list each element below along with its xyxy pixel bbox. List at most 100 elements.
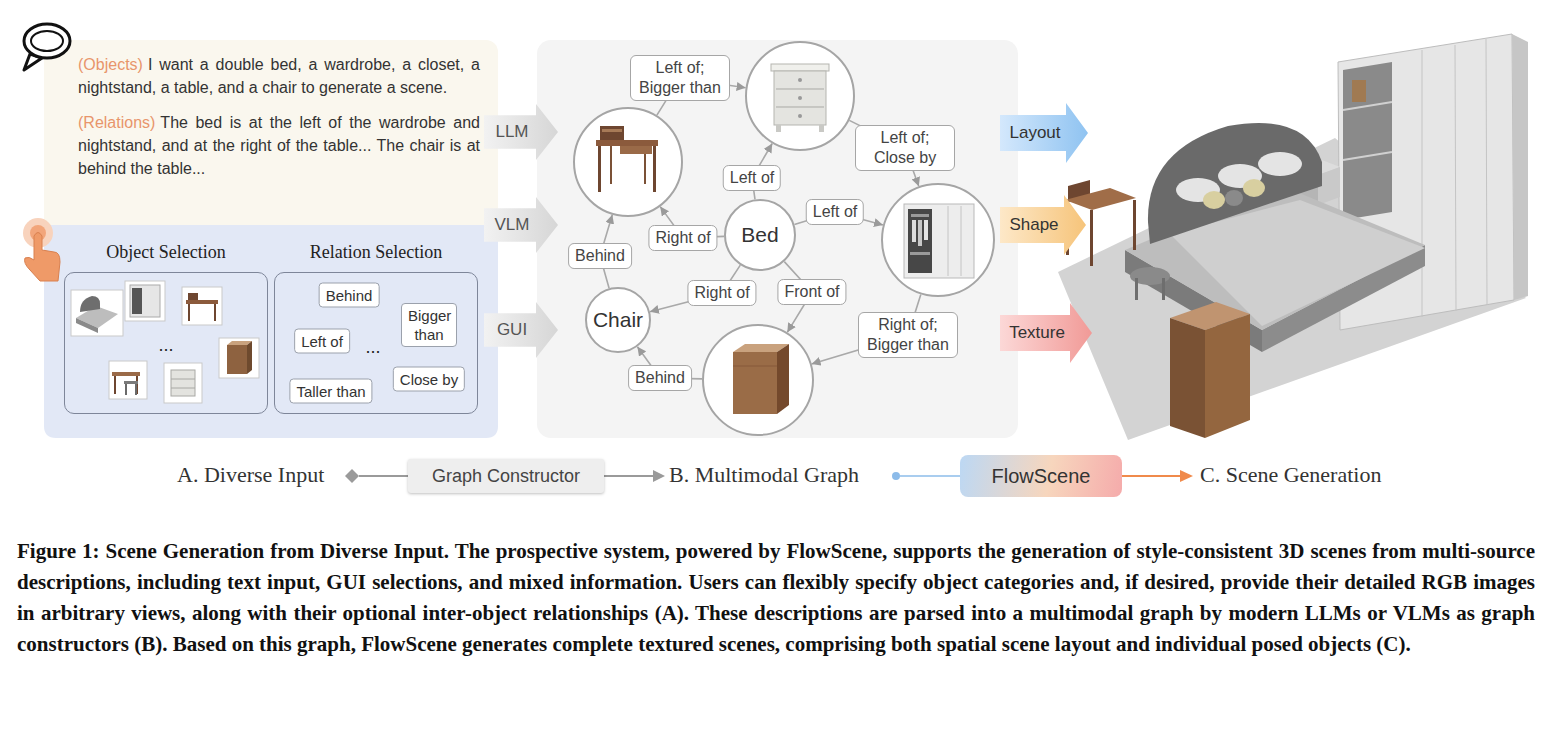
arrow-body (484, 104, 558, 160)
circle-border (586, 288, 650, 352)
wardrobe-picture (961, 206, 962, 276)
circle-border (746, 42, 854, 150)
thumb-nightstand (171, 370, 195, 396)
paragraph: (Relations)The bed is at the left of the… (78, 111, 480, 180)
wardrobe-picture (904, 204, 974, 278)
graph-node (881, 183, 995, 297)
relation-chip: Left of (294, 329, 350, 354)
scene-desk (1133, 200, 1136, 250)
scene-stool (1135, 278, 1138, 300)
thumb-desk-chair (135, 384, 137, 395)
ellipsis: ... (365, 337, 380, 358)
thumb-card (71, 290, 123, 336)
pipeline-line (1122, 475, 1182, 477)
stage-label: A. Diverse Input (177, 462, 324, 488)
node-text: LLM (495, 122, 528, 142)
wardrobe-picture (918, 220, 922, 246)
stage-label: B. Multimodal Graph (669, 462, 859, 488)
selection-box: Object Selection... (64, 272, 268, 414)
node-text: Bigger than (408, 307, 451, 343)
constructor-arrow: GUI (484, 302, 558, 358)
scene-desk (1090, 210, 1093, 266)
desk-picture (610, 146, 612, 184)
paragraph: (Objects)I want a double bed, a wardrobe… (78, 53, 480, 99)
wardrobe-picture (948, 206, 949, 276)
edge-label: Right of (687, 280, 756, 306)
arrow-body (1000, 303, 1092, 363)
ellipsis: ... (158, 335, 173, 356)
node-text: Shape (1009, 215, 1058, 235)
scene-wardrobe (1343, 152, 1392, 160)
thumb-desk-chair (125, 384, 127, 395)
thumb-desk-chair (112, 372, 140, 376)
relation-chip: Bigger than (401, 303, 457, 347)
circle-border (882, 184, 994, 296)
node-text: Taller than (296, 383, 365, 400)
graph-node: Bed (724, 199, 796, 271)
scene-wardrobe (1422, 50, 1423, 317)
node-ground (703, 325, 813, 435)
nightstand-picture (798, 96, 802, 100)
arrow-body (1000, 103, 1088, 163)
scene-desk (1065, 188, 1136, 210)
pipeline-line (604, 475, 655, 477)
nightstand-picture (776, 107, 824, 108)
relation-chip: Behind (319, 283, 380, 308)
thumb-bed (76, 318, 98, 333)
node-text: Texture (1009, 323, 1065, 343)
thumb-card (125, 281, 165, 321)
scene-cabinet (1205, 314, 1250, 438)
output-arrow: Texture (1000, 303, 1092, 363)
relation-chip: Close by (393, 367, 465, 392)
circle-outline (573, 107, 683, 217)
constructor-arrow: LLM (484, 104, 558, 160)
thumb-bed (80, 296, 100, 312)
scene-pillow (1203, 191, 1225, 209)
desk-picture (596, 140, 658, 146)
edge-label: Left of; Close by (855, 125, 955, 171)
graph-node: Chair (585, 287, 651, 353)
hand-icon (25, 233, 60, 282)
nightstand-picture (771, 64, 829, 71)
nightstand-picture (774, 71, 826, 125)
desk-picture (600, 126, 624, 140)
graph-node (702, 324, 814, 436)
scene-pillow (1258, 152, 1302, 176)
thumb-card (109, 361, 147, 399)
wardrobe-picture (908, 209, 932, 273)
relation-chip: Taller than (289, 379, 372, 404)
thumb-cabinet (247, 341, 252, 374)
nightstand-picture (798, 114, 802, 118)
graph-node (573, 107, 683, 217)
node-ground (882, 184, 994, 296)
output-arrow: Layout (1000, 103, 1088, 163)
stage-label: C. Scene Generation (1200, 462, 1381, 488)
output-arrow: Shape (1000, 195, 1086, 255)
closet-picture (733, 352, 777, 414)
edge-label: Behind (568, 243, 632, 269)
node-text: Close by (400, 371, 458, 388)
input-tag: (Relations) (78, 114, 155, 131)
thumb-cabinet (227, 345, 247, 374)
thumb-wardrobe (130, 285, 160, 317)
scene-pillow (1225, 190, 1243, 206)
edge-label: Left of (723, 165, 781, 191)
nightstand-picture (819, 125, 824, 132)
scene-wardrobe (1486, 39, 1487, 305)
speech-bubble (24, 24, 70, 58)
speech-bubble-inner (31, 31, 63, 51)
pipeline-arrowhead (653, 470, 665, 482)
thumb-card (164, 363, 202, 403)
scene-wardrobe (1455, 45, 1456, 311)
node-text: Graph Constructor (432, 466, 580, 487)
closet-picture (733, 366, 777, 367)
node-text: Behind (326, 287, 373, 304)
wardrobe-picture (912, 220, 916, 242)
arrow-body (484, 197, 558, 253)
thumb-card (219, 338, 259, 378)
circle-border (703, 325, 813, 435)
desk-picture (602, 129, 622, 132)
graph-panel-ground (537, 40, 1018, 438)
figure-caption: Figure 1: Scene Generation from Diverse … (17, 536, 1535, 660)
